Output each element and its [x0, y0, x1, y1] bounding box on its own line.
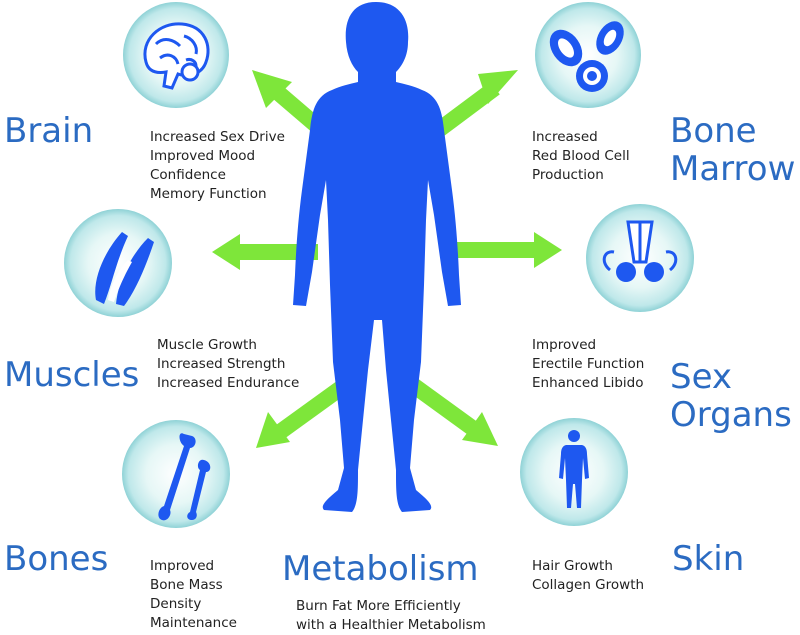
muscles-title: Muscles — [4, 356, 139, 394]
brain-line-2: Improved Mood — [150, 148, 256, 164]
sex-organs-title-line-1: Sex — [670, 357, 733, 397]
sex-organs-description: Improved Erectile Function Enhanced Libi… — [532, 336, 644, 393]
bones-title: Bones — [4, 540, 108, 578]
skin-line-2: Collagen Growth — [532, 577, 645, 593]
brain-line-1: Increased Sex Drive — [150, 129, 285, 145]
skin-title-text: Skin — [672, 539, 745, 579]
sex-organs-line-3: Enhanced Libido — [532, 375, 644, 391]
skin-title: Skin — [672, 540, 744, 578]
metabolism-line-2: with a Healthier Metabolism — [296, 617, 486, 633]
sex-organs-line-2: Erectile Function — [532, 356, 645, 372]
marrow-title-line-2: Marrow — [670, 149, 796, 189]
marrow-description: Increased Red Blood Cell Production — [532, 128, 630, 185]
bones-icon — [158, 433, 211, 521]
bones-title-text: Bones — [4, 539, 109, 579]
marrow-line-1: Increased — [532, 129, 598, 145]
skin-bubble — [520, 418, 628, 526]
bones-line-1: Improved — [150, 558, 215, 574]
bones-line-3: Density — [150, 596, 202, 612]
muscles-title-text: Muscles — [4, 355, 140, 395]
bones-line-4: Maintenance — [150, 615, 237, 631]
metabolism-title: Metabolism — [282, 550, 479, 588]
metabolism-description: Burn Fat More Efficiently with a Healthi… — [296, 597, 486, 635]
muscles-bubble — [64, 209, 172, 317]
bones-description: Improved Bone Mass Density Maintenance — [150, 557, 237, 633]
skin-line-1: Hair Growth — [532, 558, 613, 574]
reproductive-organs-icon — [602, 220, 678, 282]
brain-title: Brain — [4, 112, 93, 150]
muscles-line-1: Muscle Growth — [157, 337, 257, 353]
brain-bubble — [123, 2, 229, 108]
brain-icon — [143, 22, 210, 90]
marrow-line-3: Production — [532, 167, 604, 183]
sex-organs-bubble — [586, 204, 694, 312]
brain-line-3: Confidence — [150, 167, 226, 183]
sex-organs-title: Sex Organs — [670, 358, 792, 434]
arrow-skin — [408, 378, 498, 446]
arrow-sex-organs — [450, 232, 562, 268]
skin-description: Hair Growth Collagen Growth — [532, 557, 644, 595]
marrow-title: Bone Marrow — [670, 112, 795, 188]
brain-line-4: Memory Function — [150, 186, 267, 202]
metabolism-title-text: Metabolism — [282, 549, 479, 589]
arrow-marrow — [427, 70, 518, 142]
blood-cells-icon — [549, 21, 624, 92]
sex-organs-title-line-2: Organs — [670, 395, 792, 435]
brain-title-text: Brain — [4, 111, 94, 151]
human-body-silhouette — [293, 2, 461, 512]
muscles-line-3: Increased Endurance — [157, 375, 300, 391]
arrow-bones — [256, 378, 350, 448]
muscle-icon — [95, 232, 154, 306]
marrow-bubble — [535, 2, 641, 108]
muscles-description: Muscle Growth Increased Strength Increas… — [157, 336, 299, 393]
muscles-line-2: Increased Strength — [157, 356, 286, 372]
bones-line-2: Bone Mass — [150, 577, 223, 593]
human-silhouette-icon — [559, 430, 589, 508]
bones-bubble — [122, 420, 230, 528]
sex-organs-line-1: Improved — [532, 337, 597, 353]
brain-description: Increased Sex Drive Improved Mood Confid… — [150, 128, 285, 204]
marrow-title-line-1: Bone — [670, 111, 757, 151]
metabolism-line-1: Burn Fat More Efficiently — [296, 598, 461, 614]
marrow-line-2: Red Blood Cell — [532, 148, 630, 164]
